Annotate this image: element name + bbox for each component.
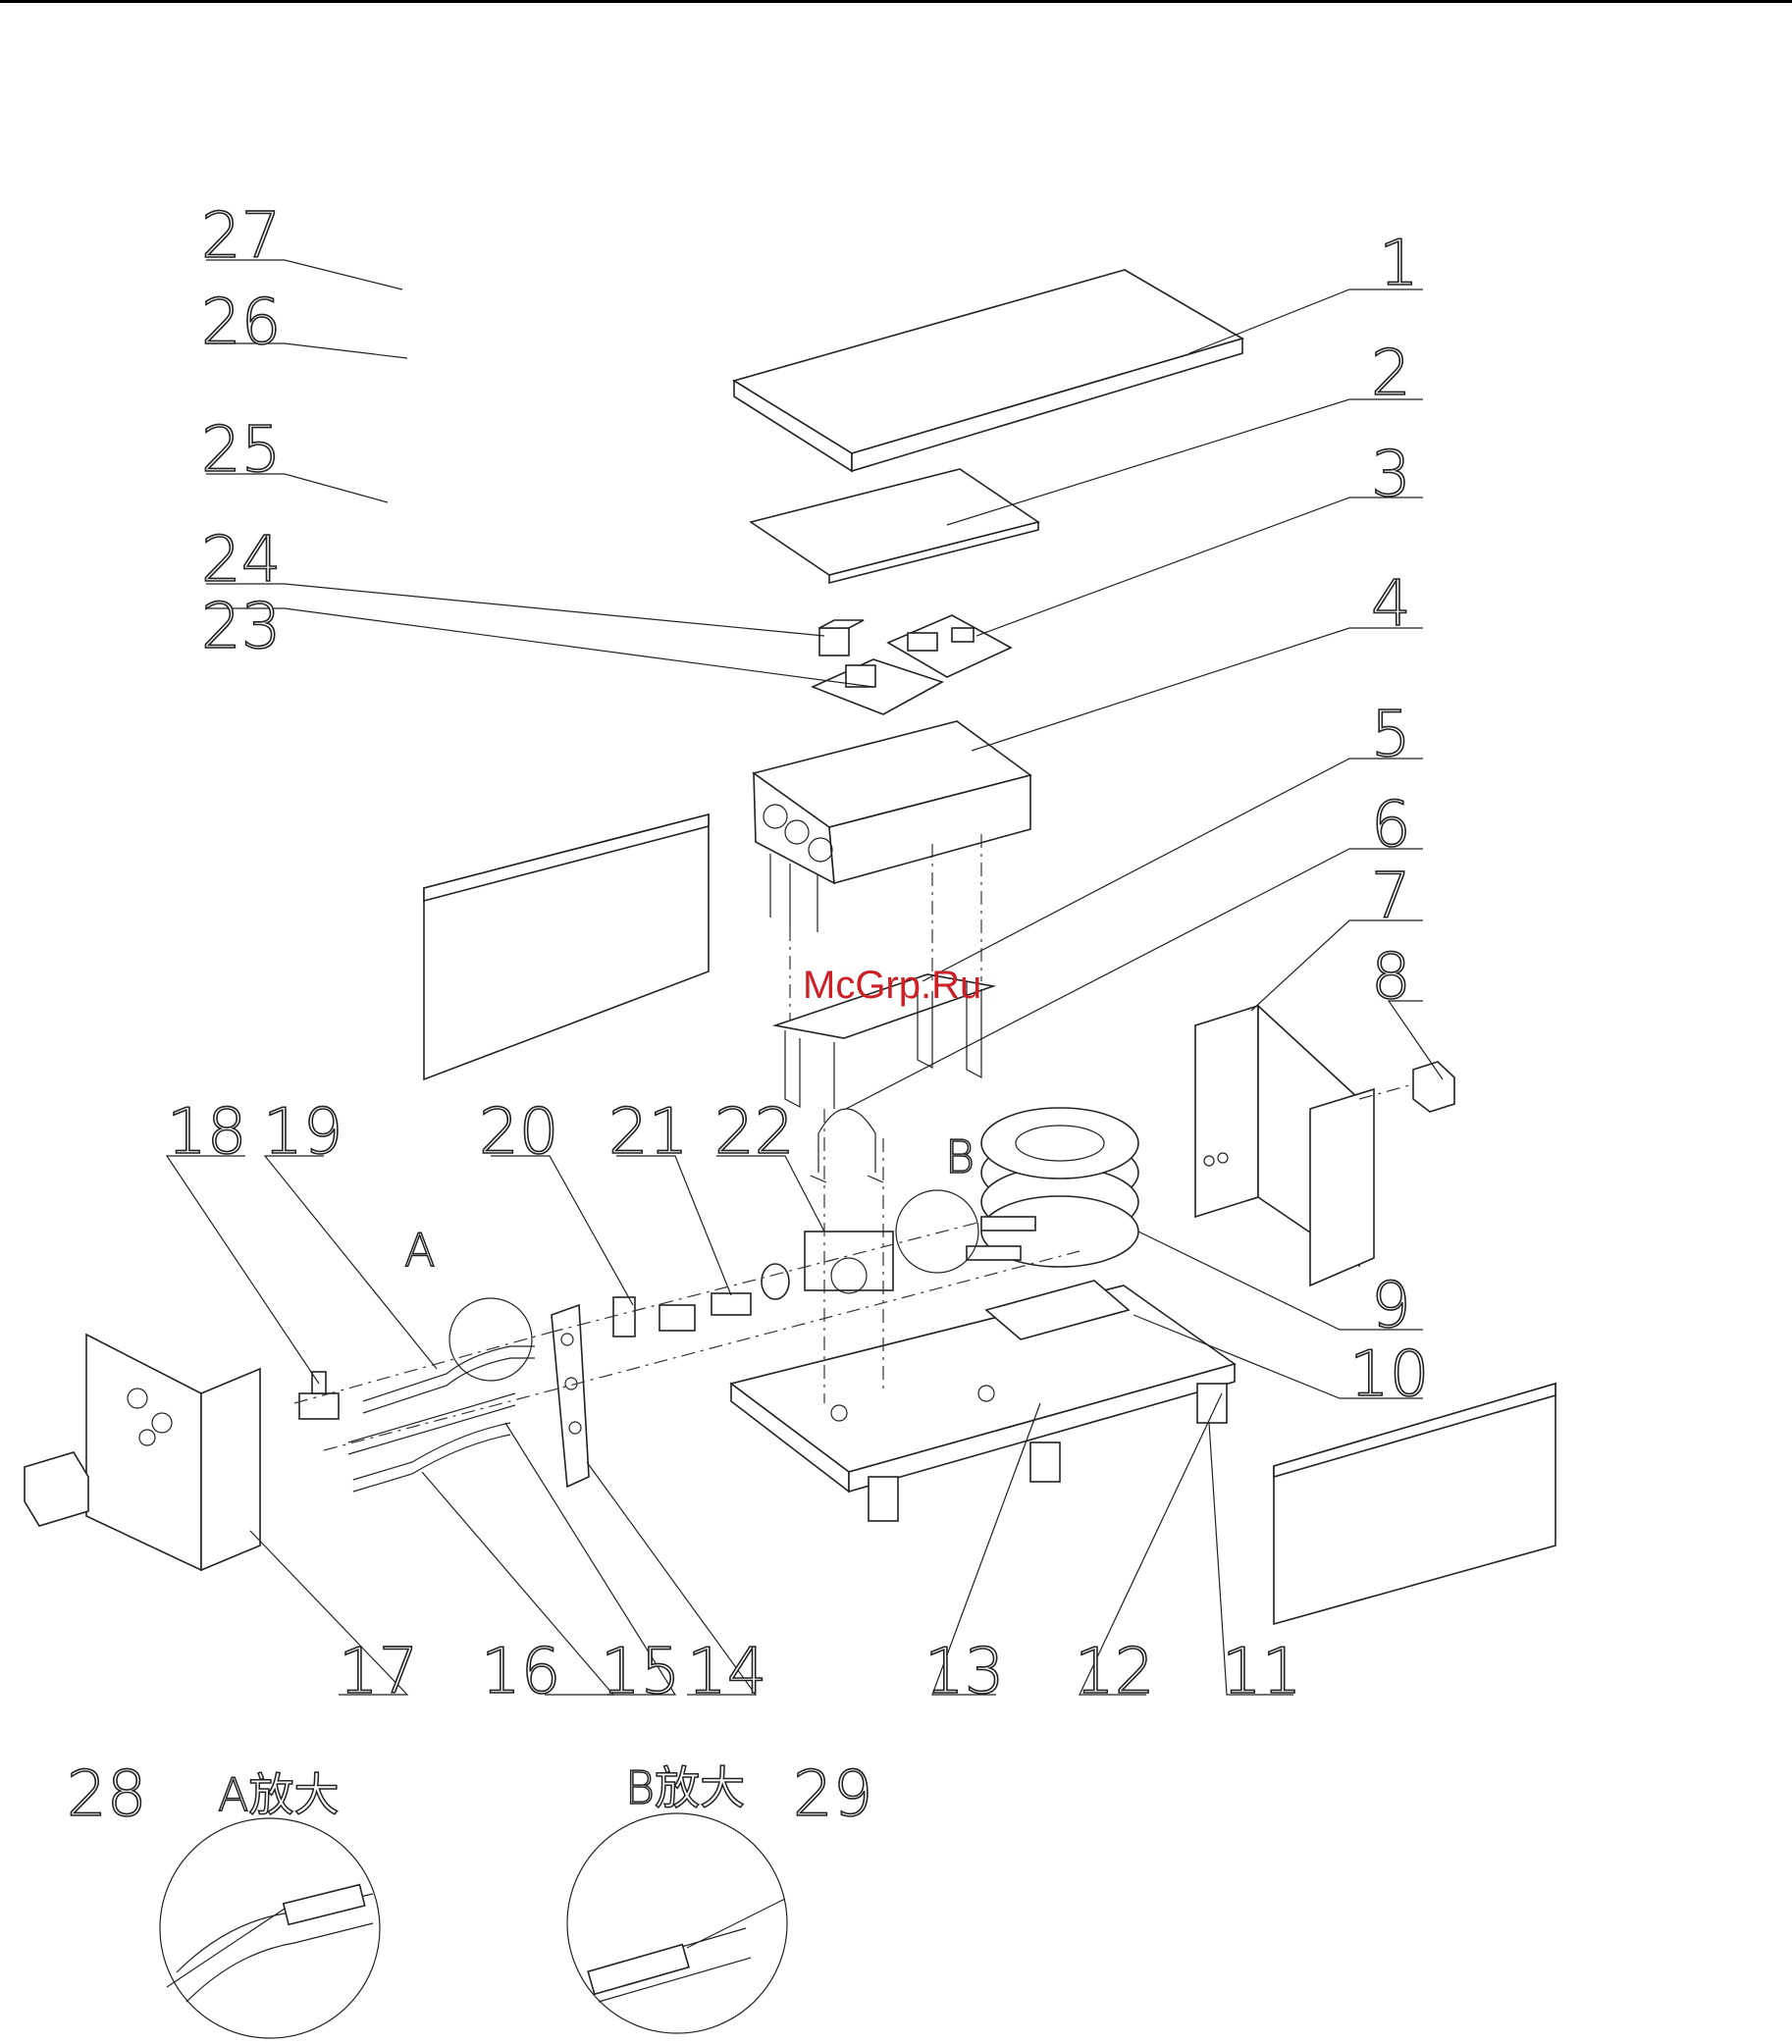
callout-28: 28: [67, 1758, 146, 1831]
page-top-rule: [0, 0, 1792, 3]
callout-24: 24: [201, 524, 281, 597]
callout-29: 29: [793, 1758, 872, 1831]
part-pump-assembly: [613, 1232, 893, 1336]
callout-14: 14: [687, 1636, 766, 1708]
detail-marker-b: [896, 1190, 978, 1273]
callout-22: 22: [714, 1096, 794, 1169]
part-right-side-frame: [1195, 1006, 1374, 1285]
part-lower-board: [813, 659, 942, 714]
callout-20: 20: [479, 1096, 558, 1169]
callout-15: 15: [601, 1636, 680, 1708]
callout-27: 27: [201, 200, 281, 273]
detail-label-b: B: [945, 1130, 975, 1183]
callout-8: 8: [1371, 941, 1411, 1014]
part-left-end-panel: [86, 1335, 260, 1570]
callout-2: 2: [1371, 338, 1411, 410]
detail-label-b-zoom: B放大: [625, 1761, 745, 1814]
callout-6: 6: [1371, 789, 1411, 862]
callout-25: 25: [201, 414, 281, 487]
detail-label-a-zoom: A放大: [218, 1768, 339, 1821]
part-base-tray: [731, 1281, 1235, 1521]
callout-1: 1: [1379, 228, 1419, 300]
part-electrical-box: [754, 721, 1030, 932]
part-transformer: [819, 620, 864, 655]
detail-label-a: A: [404, 1224, 435, 1277]
callout-21: 21: [608, 1096, 688, 1169]
part-coil-exchanger: [967, 1108, 1138, 1267]
detail-marker-a: [449, 1298, 532, 1381]
part-left-side-panel: [424, 814, 709, 1079]
callout-12: 12: [1075, 1636, 1154, 1708]
callout-17: 17: [339, 1636, 418, 1708]
callout-13: 13: [924, 1636, 1004, 1708]
callout-3: 3: [1371, 439, 1411, 511]
callout-26: 26: [201, 287, 281, 359]
detail-view-a: [160, 1818, 380, 2038]
callout-7: 7: [1371, 861, 1411, 933]
part-control-board: [888, 615, 1011, 677]
callout-16: 16: [481, 1636, 560, 1708]
callout-4: 4: [1371, 568, 1411, 641]
part-front-panel: [1274, 1384, 1555, 1624]
callout-11: 11: [1222, 1636, 1301, 1708]
callout-9: 9: [1371, 1270, 1411, 1342]
callout-5: 5: [1371, 699, 1411, 771]
callout-18: 18: [167, 1096, 246, 1169]
watermark-text: McGrp.Ru: [803, 964, 981, 1007]
part-valve: [299, 1372, 339, 1419]
callout-19: 19: [263, 1096, 343, 1169]
part-pipe-support: [552, 1305, 589, 1487]
part-handle: [1413, 1062, 1454, 1112]
detail-view-b: [567, 1813, 787, 2033]
part-inlet-box: [25, 1452, 88, 1526]
callout-23: 23: [201, 591, 281, 663]
part-inner-plate: [751, 469, 1038, 583]
callout-10: 10: [1349, 1338, 1429, 1411]
part-top-cover: [734, 270, 1242, 471]
part-pipe-clamp: [811, 1109, 883, 1182]
